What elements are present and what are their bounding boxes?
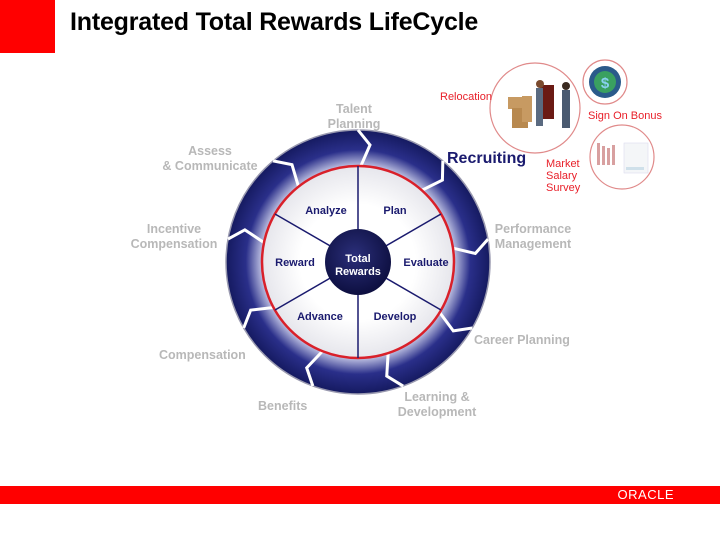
stage-assess-communicate: Assess & Communicate: [162, 144, 258, 173]
market-salary-survey-label: Market Salary Survey: [546, 158, 581, 194]
svg-text:$: $: [601, 75, 610, 92]
relocation-photo: [508, 80, 570, 128]
stage-talent-planning: Talent Planning: [327, 102, 381, 131]
segment-advance: Advance: [297, 311, 343, 323]
segment-plan: Plan: [383, 205, 407, 217]
center-label-1: Total: [345, 253, 370, 265]
sign-on-bonus-label: Sign On Bonus: [588, 110, 662, 122]
segment-evaluate: Evaluate: [403, 257, 448, 269]
footer-bar: ORACLE: [0, 486, 720, 504]
chevron-arrows: [227, 129, 490, 388]
stage-benefits: Benefits: [258, 399, 308, 413]
page-title: Integrated Total Rewards LifeCycle: [70, 8, 479, 36]
stage-performance-management: Performance Management: [494, 222, 572, 251]
center-label-2: Rewards: [335, 266, 381, 278]
stage-compensation: Compensation: [159, 348, 246, 362]
relocation-circle: [489, 62, 581, 154]
stage-learning-development: Learning & Development: [397, 390, 477, 419]
salary-chart-icon: [597, 142, 649, 174]
stage-incentive-compensation: Incentive Compensation: [130, 222, 218, 251]
segment-analyze: Analyze: [305, 205, 347, 217]
stage-recruiting: Recruiting: [447, 150, 527, 167]
brand-red-square: [0, 0, 55, 53]
segment-reward: Reward: [275, 257, 315, 269]
center-hub: [325, 229, 391, 295]
stage-career-planning: Career Planning: [474, 333, 570, 347]
relocation-label: Relocation: [440, 91, 492, 103]
oracle-logo: ORACLE: [617, 487, 674, 502]
segment-develop: Develop: [374, 311, 417, 323]
